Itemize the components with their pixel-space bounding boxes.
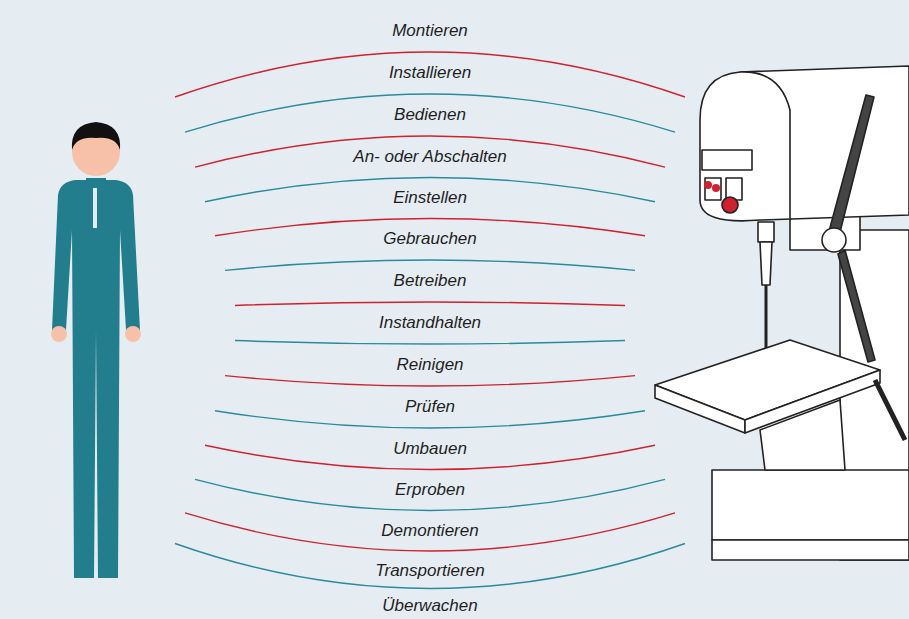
arc-line [235,302,625,305]
arc-line [225,376,635,386]
activity-label: Gebrauchen [383,230,477,249]
worker-figure [51,122,141,578]
arc-lines [175,52,685,589]
activity-label: Überwachen [382,597,477,616]
arc-line [195,479,665,510]
activity-label: Einstellen [393,189,467,208]
activity-label: Instandhalten [379,314,481,333]
arc-line [175,544,685,589]
activity-label: Montieren [392,22,468,41]
arc-line [185,94,675,132]
activity-label: Betreiben [394,272,467,291]
activity-label: Transportieren [375,562,484,581]
activity-label: An- oder Abschalten [353,148,506,167]
arc-line [185,513,675,551]
activity-label: Bedienen [394,106,466,125]
arc-line [225,260,635,270]
drill-press [655,66,909,560]
activity-label: Prüfen [405,398,455,417]
activity-label: Umbauen [393,440,467,459]
arc-line [235,341,625,344]
arc-line [175,52,685,97]
activity-label: Erproben [395,481,465,500]
activity-label: Demontieren [381,522,478,541]
activity-label: Installieren [389,64,471,83]
arc-line [195,136,665,167]
activity-label: Reinigen [396,356,463,375]
